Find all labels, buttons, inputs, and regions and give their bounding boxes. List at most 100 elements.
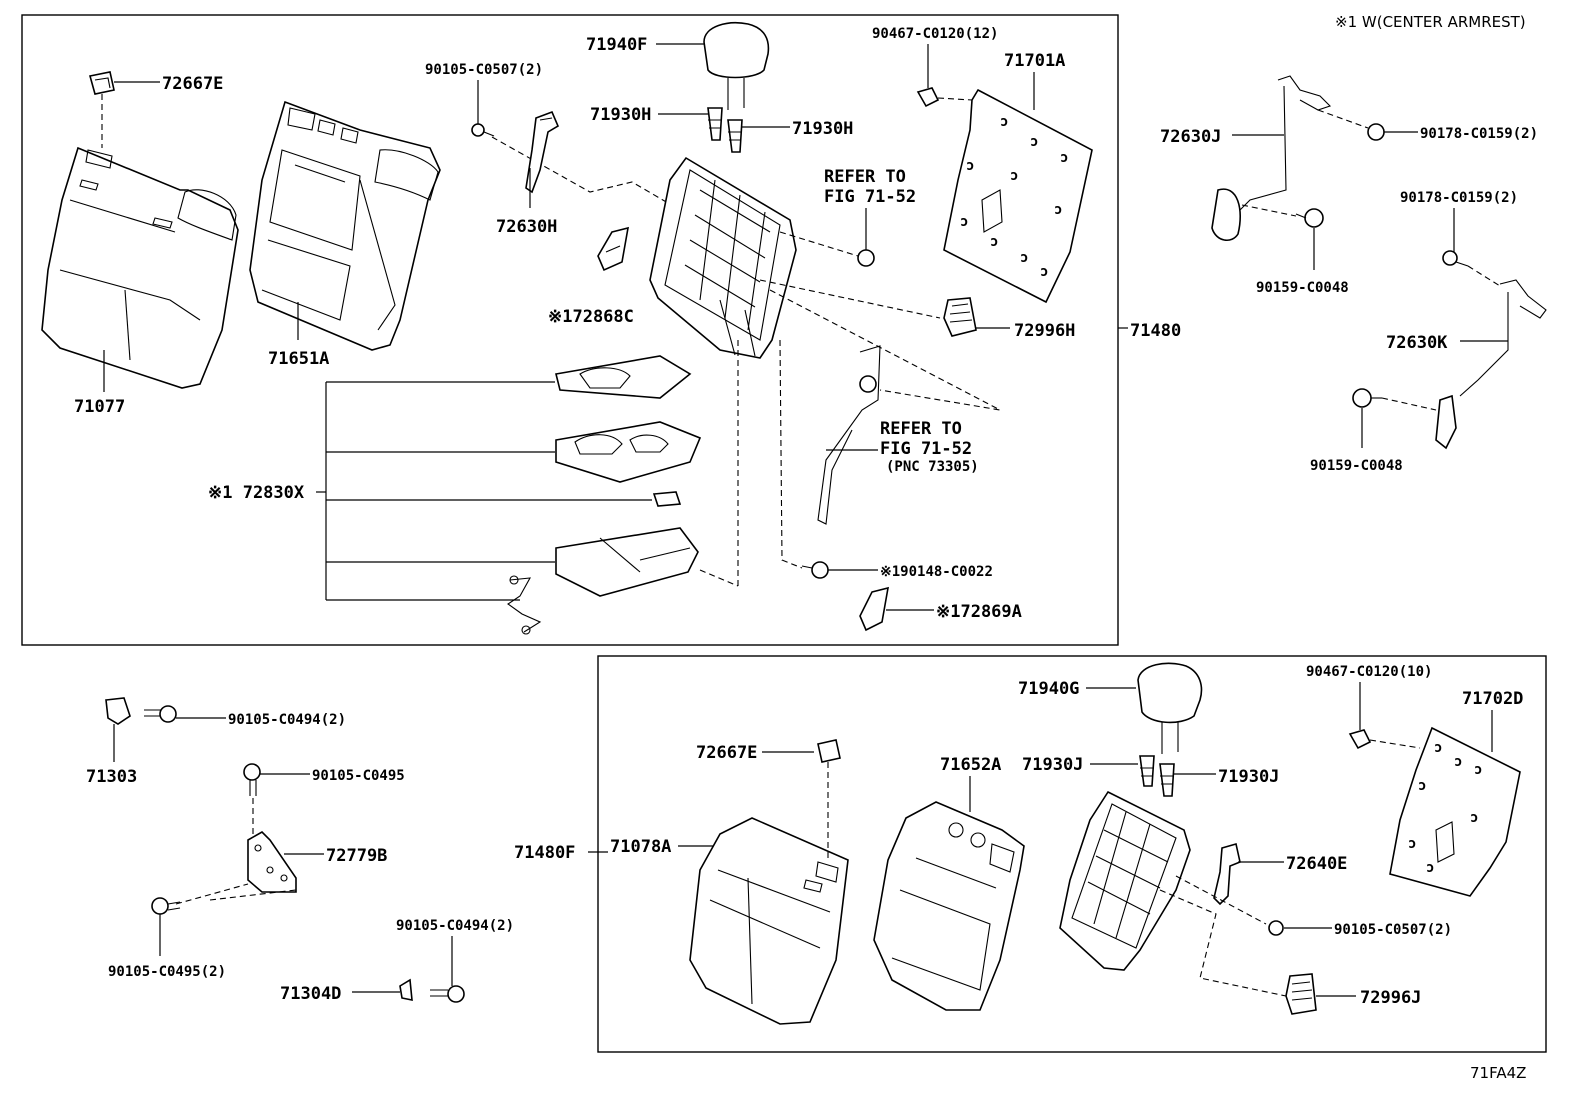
part-71077-seatback-cover[interactable] <box>41 146 239 389</box>
svg-text:ɔ: ɔ <box>1474 762 1482 778</box>
label-71652A: 71652A <box>940 755 1001 775</box>
part-71303-bracket[interactable] <box>105 697 131 725</box>
svg-text:ɔ: ɔ <box>990 234 998 250</box>
label-90105-C0495-2: 90105-C0495(2) <box>108 964 226 980</box>
part-90105-C0507-bolt-upper[interactable] <box>471 123 495 137</box>
label-72869A: ※172869A <box>936 602 1022 622</box>
part-71078A-seatback-cover[interactable] <box>689 817 849 1025</box>
part-armrest-wire[interactable] <box>507 575 542 635</box>
label-90467-C0120-12: 90467-C0120(12) <box>872 26 998 42</box>
label-90159-C0048-b: 90159-C0048 <box>1310 458 1403 474</box>
part-72869A-cover[interactable] <box>859 586 890 632</box>
label-71930H-left: 71930H <box>590 105 651 125</box>
label-71930J-right: 71930J <box>1218 767 1279 787</box>
part-armrest-upper-tray[interactable] <box>555 355 692 399</box>
svg-text:ɔ: ɔ <box>1434 740 1442 756</box>
label-71930H-right: 71930H <box>792 119 853 139</box>
svg-text:ɔ: ɔ <box>1030 134 1038 150</box>
label-refer-lower-1: REFER TO <box>880 419 962 439</box>
part-71651A-seatback-pad[interactable] <box>249 100 441 351</box>
part-90105-C0494-bolt-a[interactable] <box>144 705 177 723</box>
label-72868C: ※172868C <box>548 307 634 327</box>
part-90178-C0159-bolt-a[interactable] <box>1367 123 1385 141</box>
label-71940G: 71940G <box>1018 679 1079 699</box>
label-90105-C0494-b: 90105-C0494(2) <box>396 918 514 934</box>
part-armrest-body[interactable] <box>555 527 699 597</box>
part-72868C-cover[interactable] <box>597 226 630 272</box>
part-armrest-small-clip[interactable] <box>652 491 682 507</box>
label-90105-C0507-upper: 90105-C0507(2) <box>425 62 543 78</box>
diagram-code: 71FA4Z <box>1470 1064 1526 1082</box>
part-90467-clip-lower[interactable] <box>1348 729 1372 750</box>
part-90467-clip-upper[interactable] <box>916 87 940 108</box>
part-72667E-lower[interactable] <box>817 739 841 763</box>
part-90148-C0022-bolt[interactable] <box>801 561 829 579</box>
part-72667E-upper[interactable] <box>88 71 115 95</box>
label-72779B: 72779B <box>326 846 387 866</box>
part-72996H-cover[interactable] <box>943 297 977 337</box>
label-71077: 71077 <box>74 397 125 417</box>
part-71930J-guide-right[interactable] <box>1159 763 1175 797</box>
label-71304D: 71304D <box>280 984 341 1004</box>
label-72830X: ※1 72830X <box>208 483 305 503</box>
part-90105-C0495-bolt-2[interactable] <box>151 897 181 915</box>
svg-text:ɔ: ɔ <box>1010 168 1018 184</box>
part-72630K-guide[interactable] <box>1435 279 1547 450</box>
label-72996H: 72996H <box>1014 321 1075 341</box>
label-72667E-lower: 72667E <box>696 743 757 763</box>
label-90148-C0022: ※190148-C0022 <box>880 564 993 580</box>
part-armrest-cupholder[interactable] <box>555 421 702 483</box>
part-72630H-guide[interactable] <box>525 110 560 194</box>
label-71078A: 71078A <box>610 837 671 857</box>
part-71930J-guide-left[interactable] <box>1139 755 1155 787</box>
part-71304D-clip[interactable] <box>399 978 413 1001</box>
label-90105-C0507-lower: 90105-C0507(2) <box>1334 922 1452 938</box>
part-71930H-guide-right[interactable] <box>727 119 743 153</box>
svg-text:ɔ: ɔ <box>1470 810 1478 826</box>
label-71701A: 71701A <box>1004 51 1065 71</box>
label-71480: 71480 <box>1130 321 1181 341</box>
label-90159-C0048-a: 90159-C0048 <box>1256 280 1349 296</box>
svg-text:ɔ: ɔ <box>1454 754 1462 770</box>
part-72640E-guide[interactable] <box>1213 842 1241 906</box>
svg-text:ɔ: ɔ <box>1054 202 1062 218</box>
part-72779B-hinge-bracket[interactable] <box>247 831 297 893</box>
part-90105-C0507-bolt-lower[interactable] <box>1268 920 1284 936</box>
part-seatback-frame[interactable] <box>649 156 797 359</box>
label-72996J: 72996J <box>1360 988 1421 1008</box>
part-71652A-seatback-pad[interactable] <box>873 801 1025 1011</box>
part-refer-nut[interactable] <box>857 249 875 267</box>
svg-text:ɔ: ɔ <box>1426 860 1434 876</box>
label-71303: 71303 <box>86 767 137 787</box>
svg-text:ɔ: ɔ <box>1408 836 1416 852</box>
part-71702D-back-board[interactable]: ɔ ɔ ɔ ɔ ɔ ɔ ɔ <box>1389 726 1521 897</box>
part-90105-C0495-bolt[interactable] <box>243 763 261 796</box>
part-seatback-frame-lower[interactable] <box>1059 790 1191 971</box>
label-90178-C0159-a: 90178-C0159(2) <box>1420 126 1538 142</box>
part-belt-retractor-bracket[interactable] <box>817 345 881 525</box>
lower-assembly-frame <box>597 655 1547 1053</box>
label-90467-C0120-10: 90467-C0120(10) <box>1306 664 1432 680</box>
label-90178-C0159-b: 90178-C0159(2) <box>1400 190 1518 206</box>
label-71930J-left: 71930J <box>1022 755 1083 775</box>
label-72640E: 72640E <box>1286 854 1347 874</box>
part-90159-C0048-nut-b[interactable] <box>1352 388 1382 408</box>
part-71940F-headrest[interactable] <box>703 22 770 110</box>
label-71940F: 71940F <box>586 35 647 55</box>
part-71940G-headrest[interactable] <box>1137 662 1203 754</box>
label-refer-lower-2: FIG 71-52 <box>880 439 972 459</box>
part-90178-C0159-bolt-b[interactable] <box>1442 250 1469 267</box>
part-71930H-guide-left[interactable] <box>707 107 723 141</box>
part-72996J-cover[interactable] <box>1285 973 1317 1015</box>
svg-text:ɔ: ɔ <box>1000 114 1008 130</box>
label-refer-lower-3: (PNC 73305) <box>886 459 979 475</box>
part-90159-C0048-nut-a[interactable] <box>1295 208 1324 228</box>
svg-text:ɔ: ɔ <box>1060 150 1068 166</box>
label-71702D: 71702D <box>1462 689 1523 709</box>
svg-text:ɔ: ɔ <box>1040 264 1048 280</box>
part-71701A-back-board[interactable]: ɔ ɔ ɔ ɔ ɔ ɔ ɔ ɔ ɔ ɔ <box>943 88 1093 304</box>
part-90105-C0494-bolt-b[interactable] <box>430 985 465 1003</box>
label-72667E-upper: 72667E <box>162 74 223 94</box>
